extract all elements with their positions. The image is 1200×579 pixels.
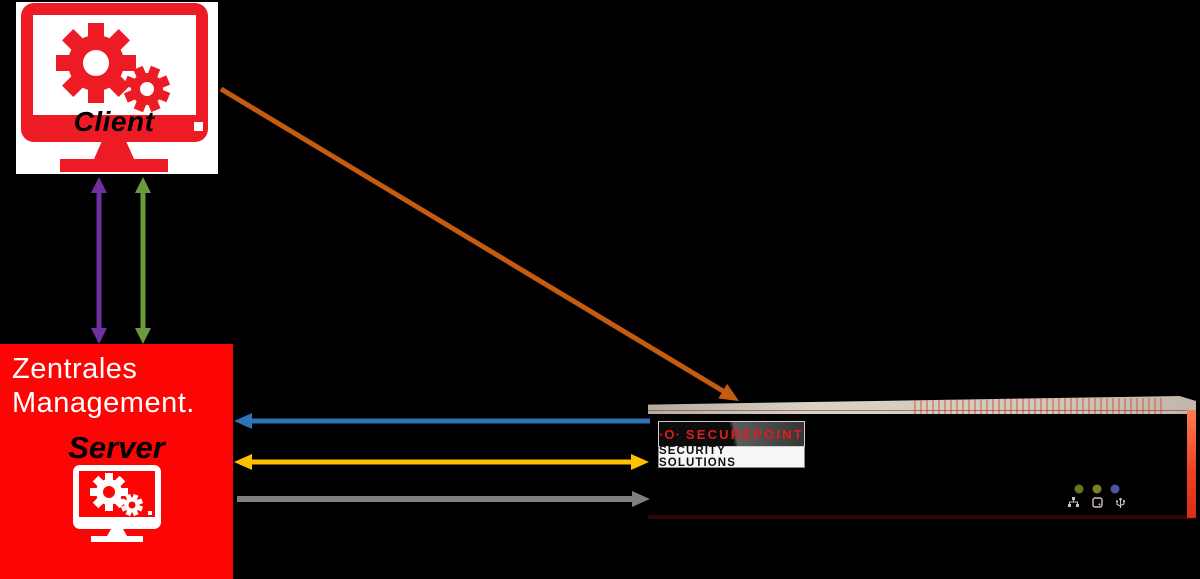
management-title-line1: Zentrales [12,353,138,385]
appliance-front-face [648,410,1196,519]
storage-icon [1091,497,1103,508]
management-title-line2: Management. [12,387,195,419]
panel-icon-row [1068,497,1126,509]
usb-icon [1115,497,1125,508]
arrow-management-appliance-bidir-head-right [631,454,649,470]
arrow-client-management-left-head-up [91,177,107,193]
securepoint-tagline: SECURITY SOLUTIONS [658,445,805,469]
client-monitor-gears-icon [21,3,208,172]
arrow-client-management-left-head-down [91,328,107,344]
client-box: Client [16,2,218,174]
securepoint-logo: ·O· SECUREPOINT SECURITY SOLUTIONS [658,421,805,469]
status-led-strip [1074,484,1120,494]
arrow-client-management-right-head-down [135,328,151,344]
status-led-2 [1092,484,1102,494]
management-title: Zentrales Management. [12,352,195,420]
securepoint-brand-text: SECUREPOINT [685,426,804,442]
appliance-right-edge [1187,410,1196,518]
arrow-client-management-right-head-up [135,177,151,193]
arrow-appliance-to-management-head [234,413,252,429]
network-icon [1068,497,1079,507]
management-server-box: Zentrales Management. Server [0,344,233,579]
arrow-management-appliance-bidir-head-left [234,454,252,470]
arrow-client-to-appliance-line [219,86,725,394]
server-monitor-gears-icon [73,465,161,542]
status-led-3 [1110,484,1120,494]
securepoint-appliance: ·O· SECUREPOINT SECURITY SOLUTIONS [648,396,1196,518]
securepoint-logo-wordmark: ·O· SECUREPOINT [658,421,805,447]
server-label: Server [68,430,165,465]
securepoint-o-icon: ·O· [659,426,681,442]
status-led-1 [1074,484,1084,494]
client-label: Client [73,106,155,137]
